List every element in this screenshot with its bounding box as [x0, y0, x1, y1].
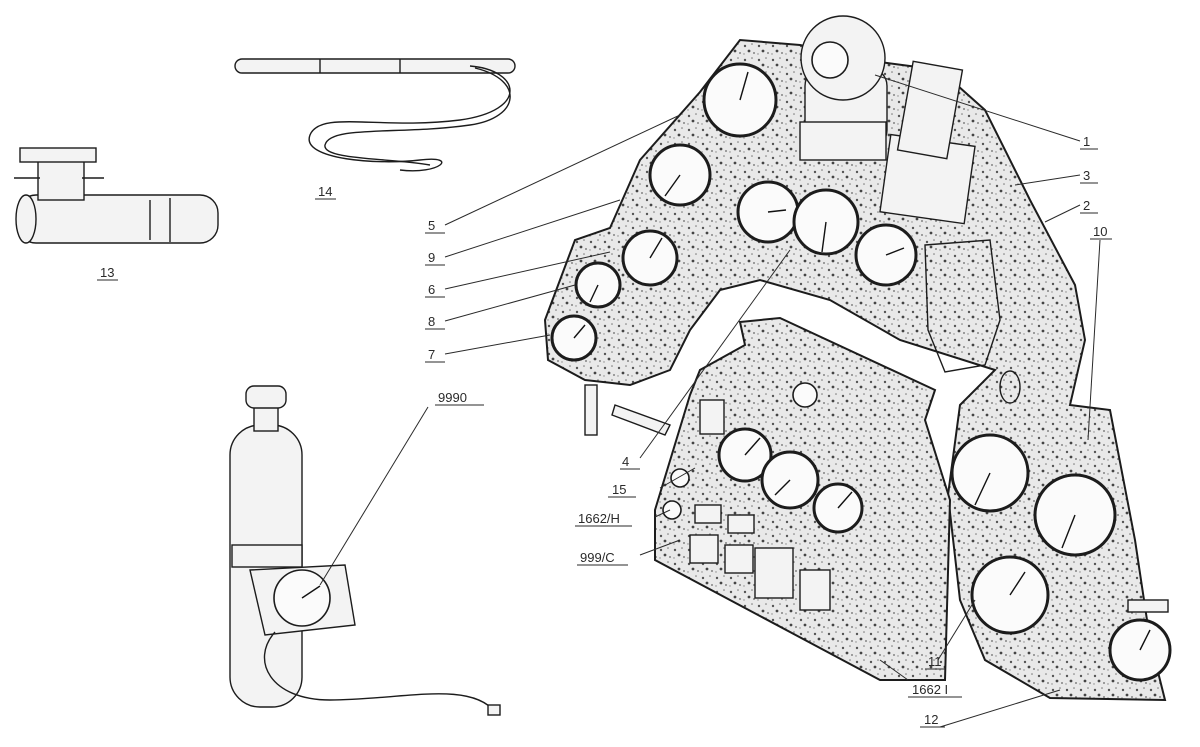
callout-4: 4 — [622, 454, 629, 469]
oxygen-bottle-drawing — [229, 385, 501, 716]
callout-15: 15 — [612, 482, 626, 497]
callout-1: 1 — [1083, 134, 1090, 149]
callout-13: 13 — [100, 265, 114, 280]
label-underlines — [97, 148, 1112, 728]
fitting-drawing — [14, 147, 219, 244]
callout-11: 11 — [928, 654, 942, 669]
callout-5: 5 — [428, 218, 435, 233]
callout-6: 6 — [428, 282, 435, 297]
callout-7: 7 — [428, 347, 435, 362]
callout-9990: 9990 — [438, 390, 467, 405]
callout-14: 14 — [318, 184, 332, 199]
callout-8: 8 — [428, 314, 435, 329]
callout-3: 3 — [1083, 168, 1090, 183]
callout-12: 12 — [924, 712, 938, 727]
callout-1662i: 1662 I — [912, 682, 948, 697]
callout-labels: 1 3 2 10 5 9 6 8 7 4 15 1662/H 999/C 999… — [100, 134, 1107, 727]
callout-999c: 999/C — [580, 550, 615, 565]
probe-drawing — [234, 58, 516, 172]
callout-2: 2 — [1083, 198, 1090, 213]
leader-lines — [319, 74, 1101, 728]
callout-10: 10 — [1093, 224, 1107, 239]
callout-9: 9 — [428, 250, 435, 265]
callout-1662h: 1662/H — [578, 511, 620, 526]
main-instrument-panel — [543, 15, 1172, 702]
